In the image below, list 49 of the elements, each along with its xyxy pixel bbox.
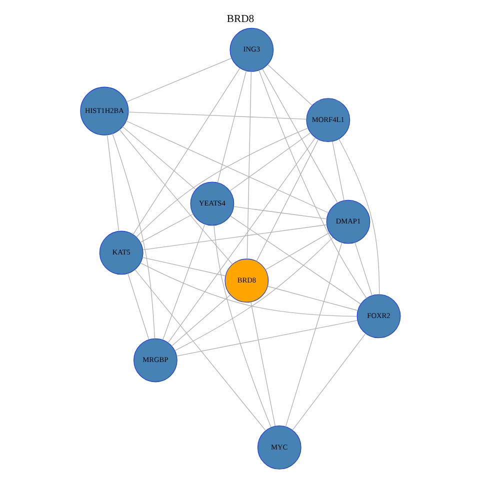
connector: [246, 71, 252, 260]
connector: [162, 224, 205, 340]
connector: [140, 214, 193, 243]
connector: [170, 294, 230, 346]
connector: [230, 216, 360, 304]
node-circle: MRGBP: [133, 338, 177, 382]
connector: [128, 112, 306, 120]
node-circle: YEATS4: [190, 182, 234, 226]
connector: [354, 242, 372, 296]
connector: [118, 129, 232, 265]
connector: [167, 137, 316, 343]
connector: [132, 68, 240, 235]
connector: [266, 64, 312, 106]
connector: [213, 225, 271, 428]
diagram-title: BRD8: [226, 14, 254, 26]
connector: [176, 320, 358, 356]
node-circle: MYC: [256, 426, 301, 470]
connector: [174, 237, 333, 351]
node-circle: ING3: [229, 28, 274, 72]
connector: [112, 133, 155, 339]
connector: [266, 286, 358, 311]
connector: [142, 257, 226, 276]
connector: [250, 302, 275, 426]
connector: [125, 120, 328, 214]
connector: [140, 262, 357, 317]
connector: [258, 70, 366, 299]
connector: [106, 134, 119, 232]
connector: [142, 224, 326, 250]
connector: [338, 138, 380, 295]
node-circle: DMAP1: [326, 200, 370, 244]
node-circle: MORF4L1: [306, 98, 350, 142]
connector: [228, 132, 310, 192]
connector: [216, 70, 246, 183]
node-circle: HIST1H2BA: [80, 86, 128, 136]
connector: [292, 333, 366, 430]
node-circle: KAT5: [98, 230, 143, 275]
connector: [264, 232, 330, 270]
connector: [284, 242, 342, 427]
connector: [122, 126, 196, 190]
connector: [134, 269, 266, 431]
connector: [256, 139, 318, 262]
connector: [136, 128, 308, 238]
connector: [126, 58, 232, 102]
node-circle: FOXR2: [356, 294, 400, 338]
connector: [127, 273, 149, 340]
connector: [232, 206, 327, 220]
node-circle: BRD8: [224, 258, 268, 303]
connector: [262, 68, 338, 204]
connector: [332, 141, 344, 201]
